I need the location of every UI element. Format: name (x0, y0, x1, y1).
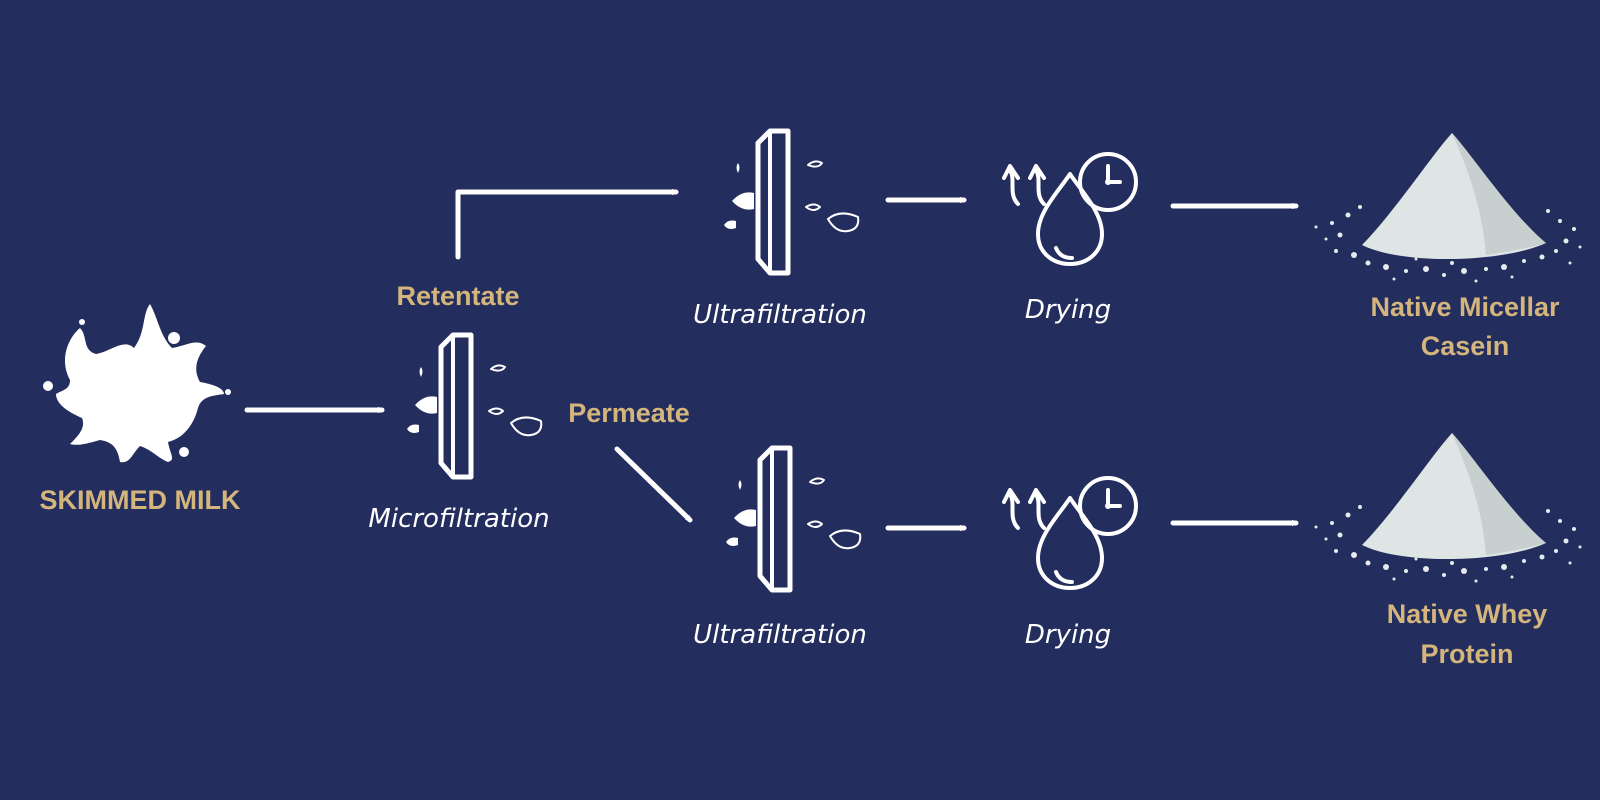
permeate-arrow (614, 446, 693, 523)
whey-product-label-line1: Native Whey (1387, 599, 1548, 629)
casein-product-label-line2: Casein (1421, 331, 1510, 361)
microfiltration-filter-icon (407, 335, 541, 477)
retentate-arrow (455, 192, 679, 260)
casein-ultrafiltration-label: Ultrafiltration (693, 300, 867, 330)
permeate-label: Permeate (568, 398, 690, 428)
casein-ultrafiltration-icon (724, 131, 858, 273)
casein-product-label-line1: Native Micellar (1370, 292, 1560, 322)
whey-drying-label: Drying (1025, 620, 1111, 650)
source-label: SKIMMED MILK (40, 485, 241, 515)
casein-drying-label: Drying (1025, 295, 1111, 325)
whey-product-label-line2: Protein (1420, 639, 1513, 669)
whey-powder-icon (1314, 433, 1582, 583)
casein-powder-icon (1314, 133, 1582, 283)
casein-drying-icon (1002, 152, 1138, 266)
whey-ultrafiltration-label: Ultrafiltration (693, 620, 867, 650)
milk-splash-icon (43, 304, 231, 463)
whey-ultrafiltration-icon (726, 448, 860, 590)
microfiltration-label: Microfiltration (368, 504, 549, 534)
whey-drying-icon (1002, 476, 1138, 590)
retentate-label: Retentate (396, 281, 519, 311)
